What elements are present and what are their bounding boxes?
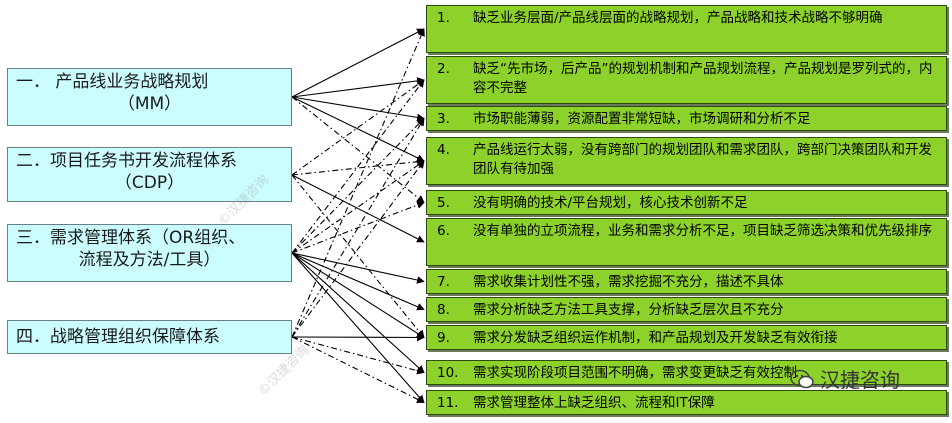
problem-number: 5. xyxy=(437,195,450,211)
problem-text: 需求实现阶段项目范围不明确，需求变更缺乏有效控制 xyxy=(473,365,797,381)
connector-arrow xyxy=(291,252,425,311)
category-box-cdp: 二．项目任务书开发流程体系 （CDP） xyxy=(7,147,292,202)
problem-item: 5. 没有明确的技术/平台规划，核心技术创新不足 xyxy=(426,190,947,215)
problem-text: 需求管理整体上缺乏组织、流程和IT保障 xyxy=(473,395,715,411)
connector-arrow xyxy=(291,252,425,374)
connector-arrow xyxy=(291,28,425,338)
problem-number: 9. xyxy=(437,330,450,346)
problem-number: 3. xyxy=(437,111,450,127)
connector-arrow xyxy=(291,174,425,243)
connector-arrow xyxy=(291,201,425,254)
category-sublabel: （MM） xyxy=(117,94,182,114)
problem-number: 2. xyxy=(437,61,450,77)
connector-arrow xyxy=(291,160,425,338)
connector-arrow xyxy=(291,174,425,339)
connector-arrow xyxy=(291,336,425,375)
problem-item: 4. 产品线运行太弱，没有跨部门的规划团队和需求团队，跨部门决策团队和开发团队有待… xyxy=(426,137,947,185)
connector-arrow xyxy=(291,336,425,403)
brand-watermark: 汉捷咨询 xyxy=(790,364,900,393)
wechat-icon xyxy=(790,369,814,388)
problem-text: 需求分发缺乏组织运作机制，和产品规划及开发缺乏有效衔接 xyxy=(473,330,838,346)
problem-item: 2. 缺乏“先市场，后产品”的规划机制和产品规划流程，产品规划是罗列式的，内容不完… xyxy=(426,56,947,104)
problem-item: 3. 市场职能薄弱，资源配置非常短缺，市场调研和分析不足 xyxy=(426,106,947,131)
connector-arrow xyxy=(291,96,425,162)
brand-watermark-text: 汉捷咨询 xyxy=(820,368,900,392)
problem-number: 7. xyxy=(437,274,450,290)
connector-arrow xyxy=(291,96,425,122)
problem-text: 市场职能薄弱，资源配置非常短缺，市场调研和分析不足 xyxy=(473,111,811,127)
problem-text: 需求收集计划性不强，需求挖掘不充分，描述不具体 xyxy=(473,274,784,290)
problem-text: 缺乏业务层面/产品线层面的战略规划，产品战略和技术战略不够明确 xyxy=(473,10,883,26)
problem-text: 缺乏“先市场，后产品”的规划机制和产品规划流程，产品规划是罗列式的，内容不完整 xyxy=(473,61,933,96)
category-label: 三．需求管理体系（OR组织、 xyxy=(16,228,246,248)
problem-number: 4. xyxy=(437,142,450,158)
connector-arrow xyxy=(291,157,425,176)
connector-arrow xyxy=(291,252,425,404)
connector-arrow xyxy=(291,117,425,338)
connector-arrow xyxy=(291,79,425,176)
category-box-strategy-org: 四．战略管理组织保障体系 xyxy=(7,320,292,354)
problem-item: 6. 没有单独的立项流程，业务和需求分析不足，项目缺乏筛选决策和优先级排序 xyxy=(426,218,947,266)
problem-item: 9. 需求分发缺乏组织运作机制，和产品规划及开发缺乏有效衔接 xyxy=(426,325,947,350)
problem-text: 需求分析缺乏方法工具支撑，分析缺乏层次且不充分 xyxy=(473,302,784,318)
connector-arrow xyxy=(291,333,425,342)
problem-item: 1. 缺乏业务层面/产品线层面的战略规划，产品战略和技术战略不够明确 xyxy=(426,5,947,53)
problem-text: 产品线运行太弱，没有跨部门的规划团队和需求团队，跨部门决策团队和开发团队有待加强 xyxy=(473,142,932,177)
problem-number: 8. xyxy=(437,302,450,318)
connector-arrow xyxy=(291,79,425,254)
connector-arrow xyxy=(291,252,425,284)
category-sublabel: 流程及方法/工具） xyxy=(78,250,221,270)
category-label: 二．项目任务书开发流程体系 xyxy=(16,151,237,171)
category-sublabel: （CDP） xyxy=(114,173,185,193)
problem-item: 10. 需求实现阶段项目范围不明确，需求变更缺乏有效控制 xyxy=(426,360,947,385)
problem-item: 7. 需求收集计划性不强，需求挖掘不充分，描述不具体 xyxy=(426,269,947,294)
connector-arrow xyxy=(291,77,425,98)
problem-number: 6. xyxy=(437,223,450,239)
category-box-requirements: 三．需求管理体系（OR组织、 流程及方法/工具） xyxy=(7,224,292,282)
problem-item: 8. 需求分析缺乏方法工具支撑，分析缺乏层次且不充分 xyxy=(426,297,947,322)
problem-text: 没有明确的技术/平台规划，核心技术创新不足 xyxy=(473,195,748,211)
problem-number: 10. xyxy=(437,365,459,381)
connector-arrow xyxy=(291,252,425,338)
connector-arrow xyxy=(291,96,425,203)
category-label: 四．战略管理组织保障体系 xyxy=(16,327,220,347)
connector-arrow xyxy=(291,117,425,254)
problem-item: 11. 需求管理整体上缺乏组织、流程和IT保障 xyxy=(426,390,947,415)
problem-number: 11. xyxy=(437,395,459,411)
category-box-mm: 一． 产品线业务战略规划 （MM） xyxy=(7,68,292,126)
problem-number: 1. xyxy=(437,10,450,26)
problem-text: 没有单独的立项流程，业务和需求分析不足，项目缺乏筛选决策和优先级排序 xyxy=(473,223,932,239)
category-label: 一． 产品线业务战略规划 xyxy=(16,72,209,92)
connector-arrow xyxy=(291,28,425,98)
connector-arrow xyxy=(291,160,425,254)
